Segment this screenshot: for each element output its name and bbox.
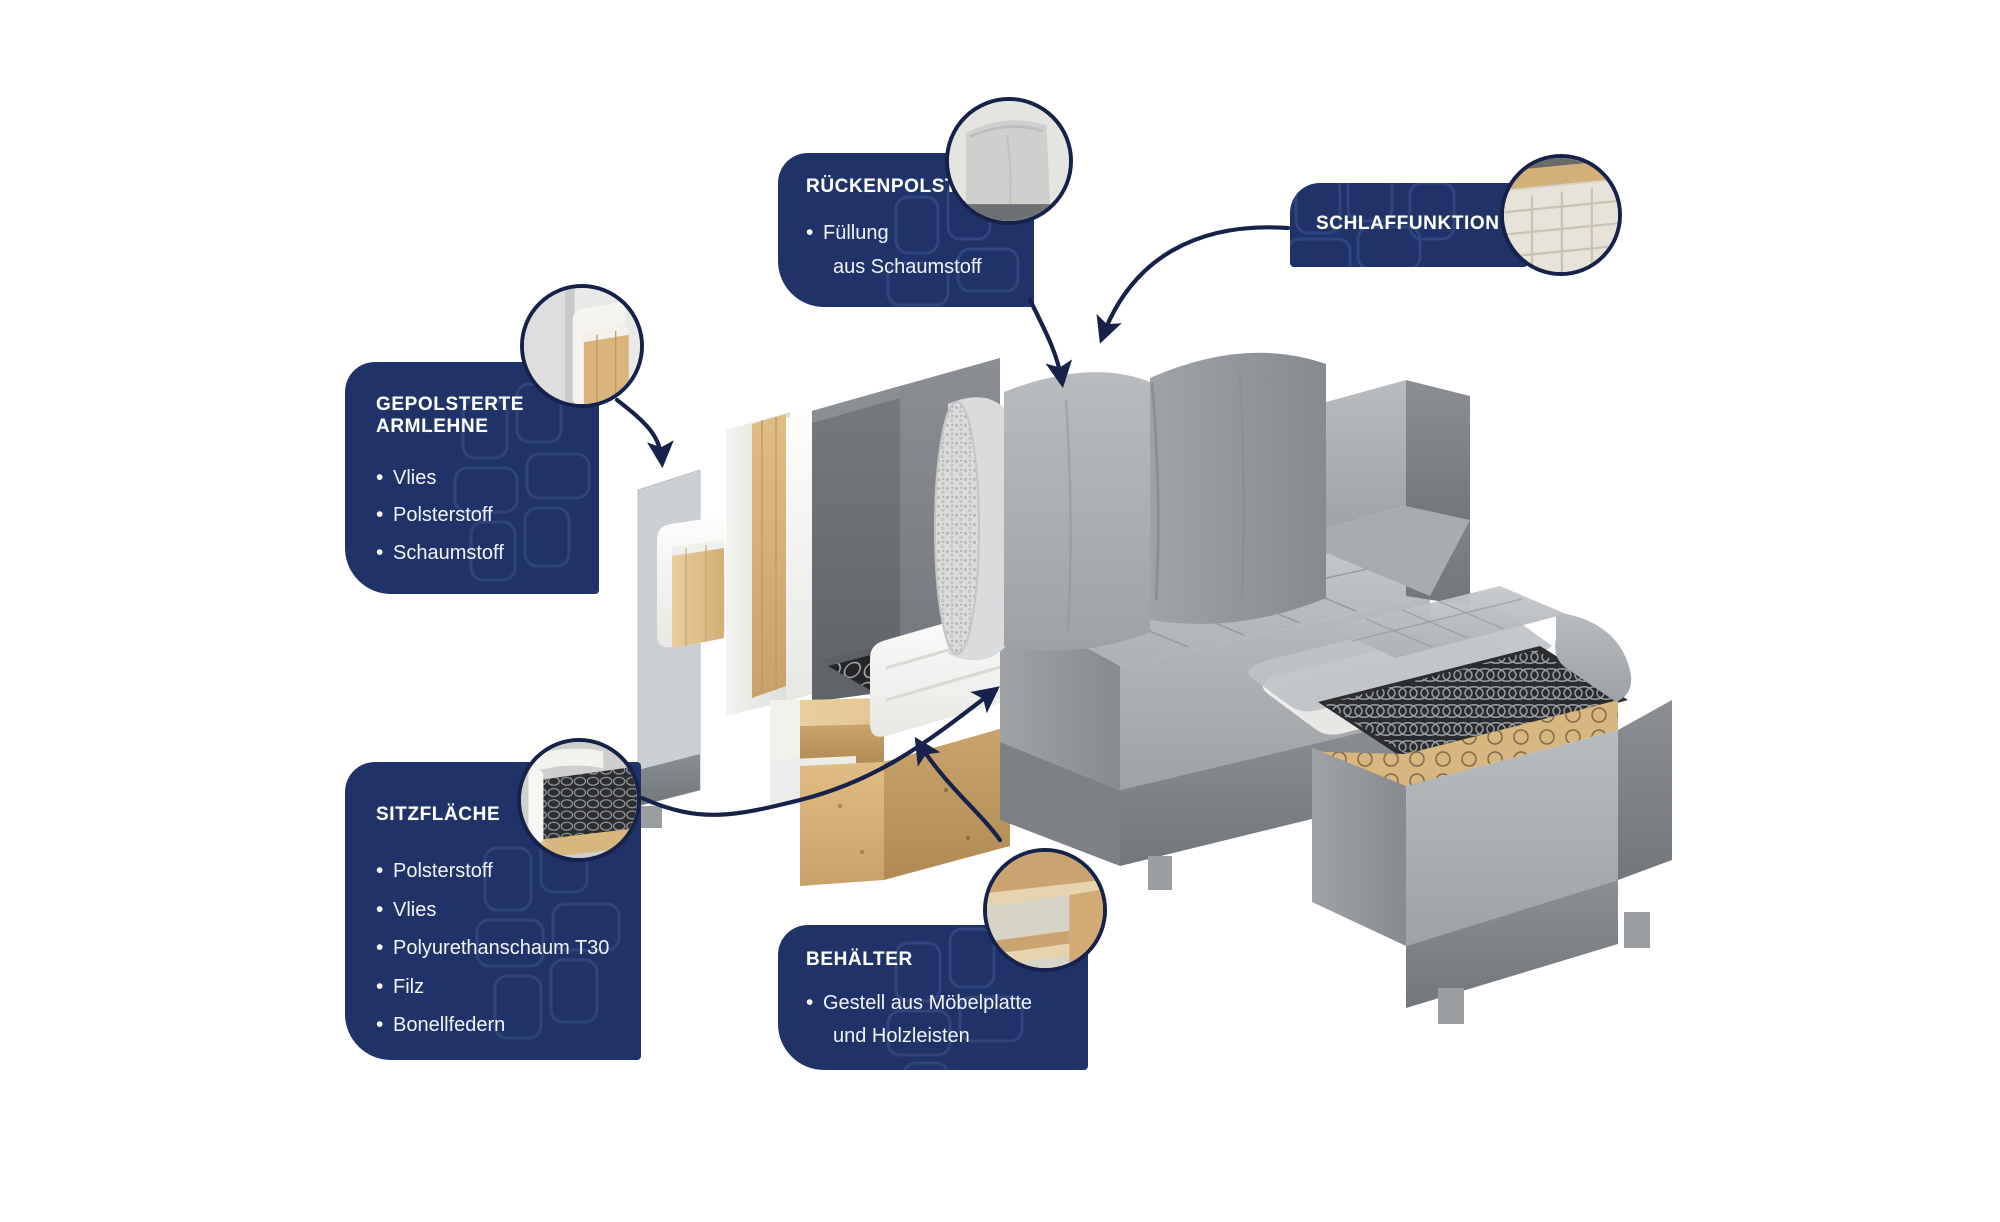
bullet-item: Vlies: [376, 896, 641, 924]
sofa-chaise-ottoman: [1248, 606, 1672, 1024]
callout-title-container: BEHÄLTER: [806, 949, 913, 970]
armrest-cutaway-thumbnail[interactable]: [520, 284, 644, 408]
thumbnail-image: [524, 288, 640, 404]
thumbnail-image: [987, 852, 1103, 968]
callout-title-seat: SITZFLÄCHE: [376, 804, 501, 825]
storage-box-thumbnail[interactable]: [983, 848, 1107, 972]
bullet-item: Polsterstoff: [376, 857, 641, 885]
callout-card-container[interactable]: BEHÄLTER Gestell aus Möbelplatte und Hol…: [778, 925, 1088, 1070]
connector-armrest: [614, 397, 674, 469]
sofa-back-cushions: [934, 352, 1326, 661]
bullet-item: Bonellfedern: [376, 1011, 641, 1039]
thumbnail-image: [1504, 158, 1618, 272]
callout-card-backrest[interactable]: RÜCKENPOLSTER Füllung aus Schaumstoff: [778, 153, 1034, 307]
callout-card-sleep-function[interactable]: SCHLAFFUNKTION: [1290, 183, 1528, 267]
bullet-item: Filz: [376, 973, 641, 1001]
connector-seat: [639, 686, 1000, 817]
bullet-item: Füllung: [806, 219, 1034, 247]
sleep-function-thumbnail[interactable]: [1500, 154, 1622, 276]
sofa-detached-armpanel: [637, 469, 725, 828]
bullet-item: Vlies: [376, 464, 599, 492]
connector-backrest: [1027, 297, 1073, 389]
callout-title-backrest: RÜCKENPOLSTER: [806, 176, 985, 197]
connector-sleep-function: [1096, 225, 1291, 344]
connector-container: [914, 736, 1003, 843]
sofa-chaise-quilt-top: [1330, 586, 1566, 658]
